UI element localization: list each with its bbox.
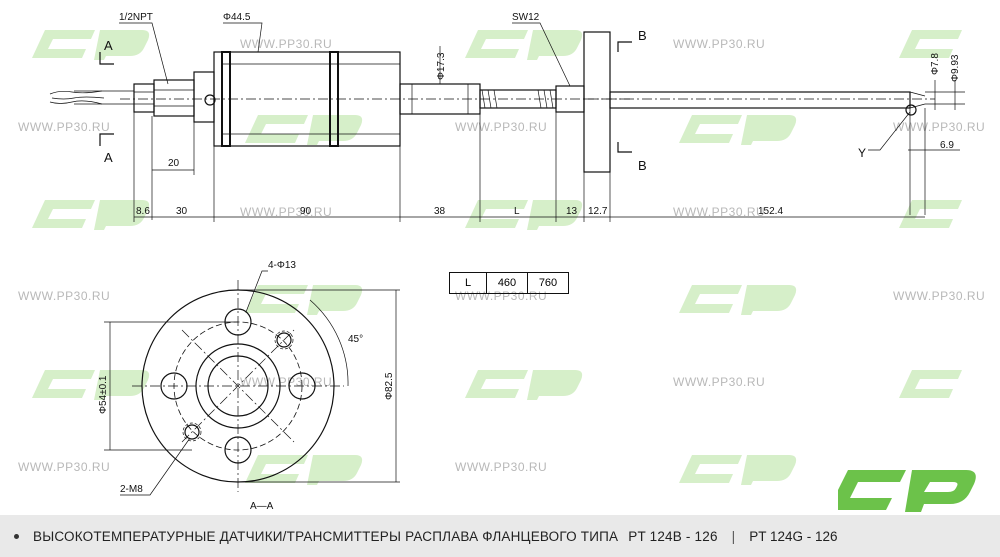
length-table-cell: 760 (527, 272, 569, 294)
body-diameter-label: Φ44.5 (223, 12, 251, 23)
d54-label: Φ54±0.1 (98, 375, 109, 414)
holes-label: 4-Φ13 (268, 260, 296, 271)
dim-8-6: 8.6 (136, 206, 150, 217)
side-view: A A B B 1/2NPT Φ44.5 Φ17.3 SW12 Φ7.8 Φ9.… (49, 12, 965, 222)
angle-label: 45° (348, 334, 363, 345)
footer-title: ВЫСОКОТЕМПЕРАТУРНЫЕ ДАТЧИКИ/ТРАНСМИТТЕРЫ… (33, 528, 619, 544)
footer-bar: ВЫСОКОТЕМПЕРАТУРНЫЕ ДАТЧИКИ/ТРАНСМИТТЕРЫ… (0, 515, 1000, 557)
dim-6-9: 6.9 (940, 140, 954, 151)
watermark-text: WWW.PP30.RU (673, 375, 765, 389)
dim-90: 90 (300, 206, 312, 217)
npt-nut (153, 79, 195, 117)
section-b-label-top: B (638, 28, 647, 43)
watermark-text: WWW.PP30.RU (673, 205, 765, 219)
watermark-text: WWW.PP30.RU (455, 120, 547, 134)
dim-30: 30 (176, 206, 188, 217)
d78-label: Φ7.8 (930, 53, 941, 75)
section-aa-label: A—A (250, 501, 274, 512)
bullet-icon (14, 533, 19, 539)
watermark-text: WWW.PP30.RU (455, 460, 547, 474)
footer-model-1: PT 124B - 126 (628, 528, 718, 544)
wrench-label: SW12 (512, 12, 540, 23)
watermark-text: WWW.PP30.RU (18, 460, 110, 474)
y-label: Y (858, 146, 866, 160)
footer-separator: | (731, 528, 736, 544)
watermark-text: WWW.PP30.RU (18, 120, 110, 134)
watermark-text: WWW.PP30.RU (893, 289, 985, 303)
watermark-text: WWW.PP30.RU (240, 37, 332, 51)
dim-L: L (514, 206, 520, 217)
dim-12-7: 12.7 (588, 206, 608, 217)
watermark-logo (32, 30, 962, 485)
dim-20: 20 (168, 158, 180, 169)
watermark-text: WWW.PP30.RU (18, 289, 110, 303)
cp-logo: CP (838, 470, 976, 512)
thread-label: 1/2NPT (119, 12, 153, 23)
length-table: L 460 760 (449, 272, 569, 294)
technical-drawing: WWW.PP30.RU WWW.PP30.RU WWW.PP30.RU WWW.… (18, 12, 985, 512)
watermark-text: WWW.PP30.RU (240, 205, 332, 219)
flange-side (583, 31, 611, 173)
watermark-text: WWW.PP30.RU (673, 37, 765, 51)
m8-label: 2-M8 (120, 484, 143, 495)
footer-model-2: PT 124G - 126 (749, 528, 838, 544)
cable-wires (49, 90, 105, 105)
dim-38: 38 (434, 206, 446, 217)
length-table-cell: 460 (486, 272, 528, 294)
length-table-header: L (449, 272, 487, 294)
dim-152-4: 152.4 (758, 206, 783, 217)
watermark-text: WWW.PP30.RU (240, 375, 332, 389)
d993-label: Φ9.93 (950, 54, 961, 82)
watermark-text: WWW.PP30.RU (893, 120, 985, 134)
dim-13: 13 (566, 206, 578, 217)
flange-view: 4-Φ13 45° Φ54±0.1 Φ82.5 2-M8 A—A (98, 260, 400, 512)
section-b-label-bottom: B (638, 158, 647, 173)
neck-diameter-label: Φ17.3 (436, 52, 447, 80)
probe-stem (609, 91, 911, 109)
d825-label: Φ82.5 (384, 372, 395, 400)
watermark-layer: WWW.PP30.RU WWW.PP30.RU WWW.PP30.RU WWW.… (18, 30, 985, 485)
section-a-label-top: A (104, 38, 113, 53)
section-a-label-bottom: A (104, 150, 113, 165)
cable-gland (133, 83, 155, 113)
